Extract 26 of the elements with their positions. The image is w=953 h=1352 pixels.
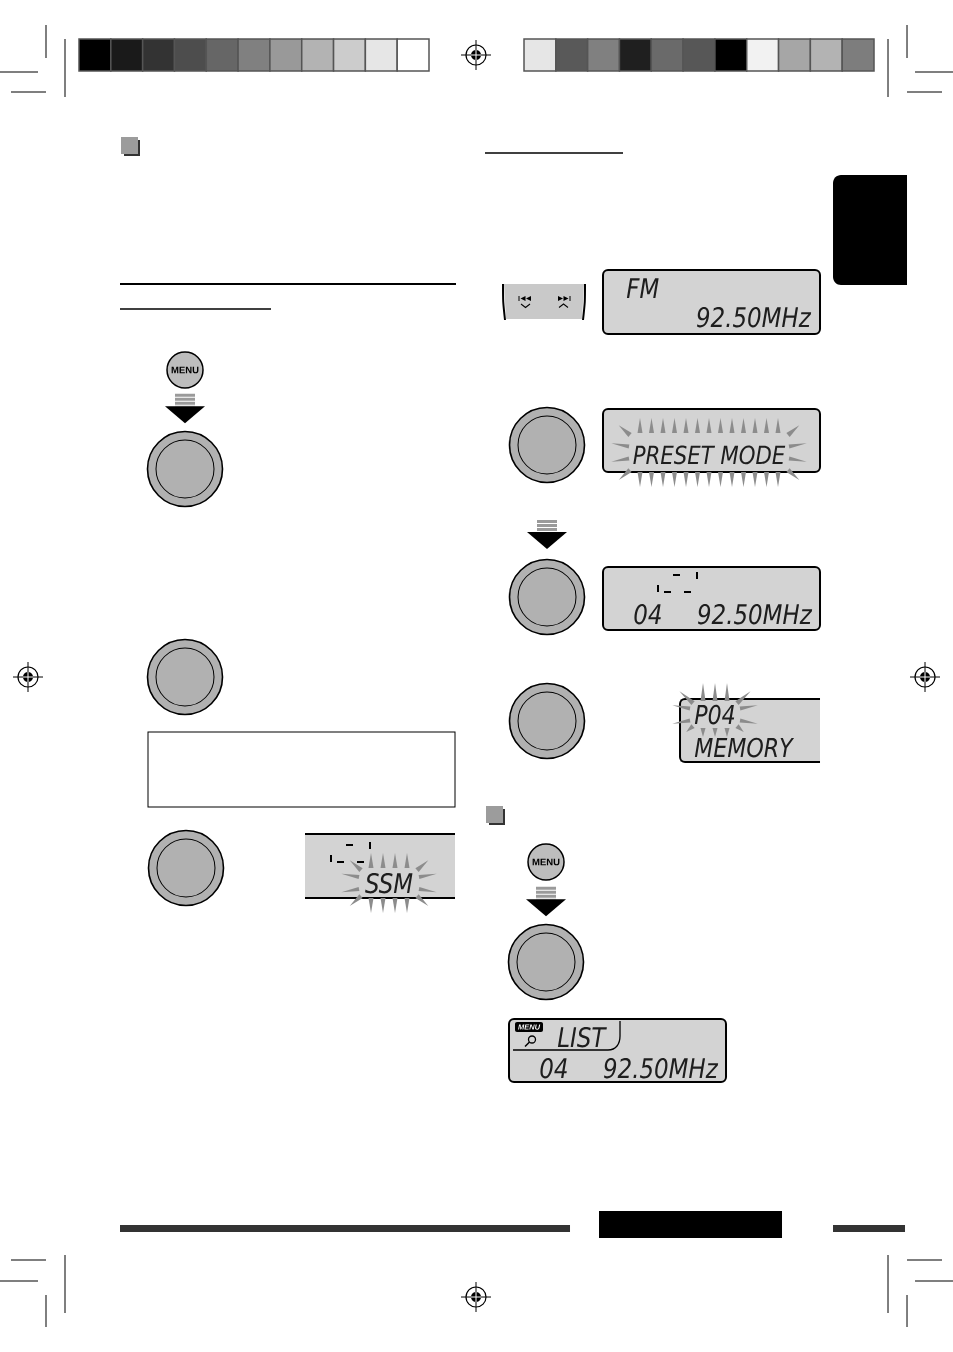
control-dial — [507, 923, 585, 1001]
control-dial — [508, 406, 586, 484]
lcd-display — [602, 269, 821, 335]
display-text: 04 — [540, 1058, 567, 1079]
control-dial — [146, 638, 224, 716]
display-text: FM — [626, 278, 659, 298]
control-dial — [508, 558, 586, 636]
display-text: LIST — [557, 1027, 607, 1048]
display-text: SSM — [365, 873, 413, 894]
display-text: 92.50MHz — [697, 603, 813, 625]
display-text: MEMORY — [694, 737, 795, 758]
arrow — [165, 393, 205, 424]
display-text: 04 — [634, 603, 661, 625]
menu-button: MENU — [166, 351, 204, 389]
display-text: 92.50MHz — [603, 1058, 719, 1079]
lcd-display — [602, 566, 821, 631]
display-text: 92.50MHz — [696, 306, 812, 328]
control-dial — [146, 430, 224, 508]
display-text: P04 — [694, 704, 735, 725]
control-dial — [508, 682, 586, 760]
control-dial — [147, 829, 225, 907]
display-text: PRESET MODE — [633, 445, 786, 465]
note-box — [147, 731, 456, 808]
lcd-display — [508, 1018, 727, 1083]
menu-button: MENU — [527, 843, 565, 881]
arrow — [526, 886, 566, 917]
